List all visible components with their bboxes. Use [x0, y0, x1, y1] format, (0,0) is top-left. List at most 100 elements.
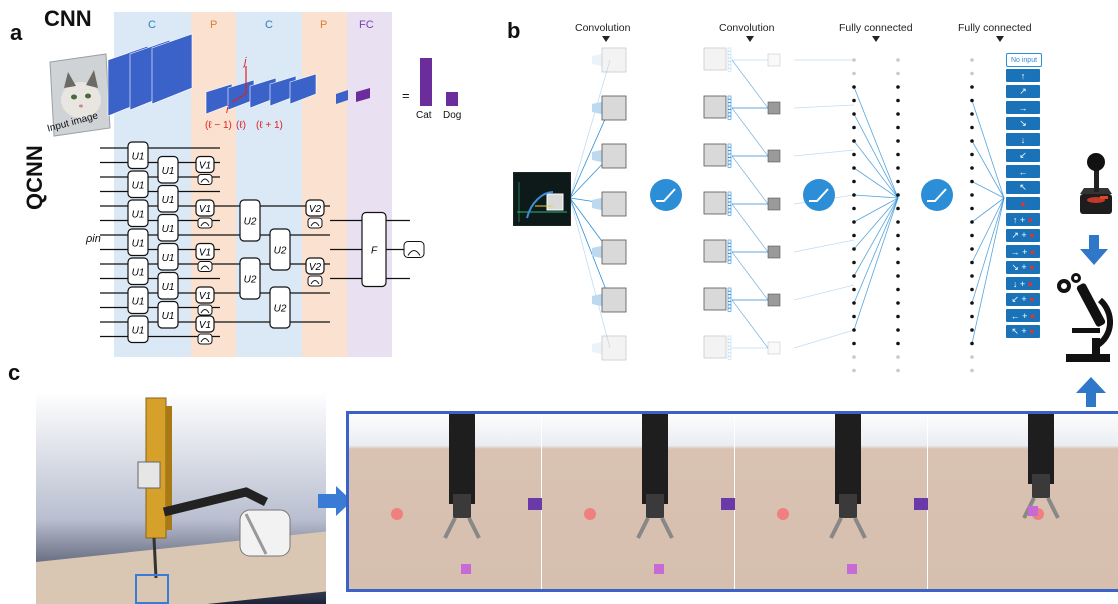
action-button: ↑: [1006, 69, 1040, 82]
fc3-node: [970, 301, 974, 305]
svg-text:U1: U1: [132, 238, 145, 249]
frame-sequence: [346, 411, 1118, 592]
fc1-node: [852, 71, 856, 76]
fc1-node: [852, 314, 856, 319]
svg-text:V1: V1: [199, 291, 211, 302]
gate-f: F: [361, 211, 387, 288]
panel-letter-c: c: [8, 360, 21, 385]
fc2-node: [896, 260, 900, 265]
action-button: ↗ + ●: [1006, 229, 1040, 242]
measure-icon: [197, 333, 213, 345]
measure-icon: [197, 261, 213, 272]
fc3-node: [970, 85, 974, 89]
rho-in-label: ρin: [86, 233, 101, 245]
gate-v1-0: V1: [195, 155, 215, 174]
sim-frame: [349, 414, 542, 589]
gate-v1-2: V1: [195, 242, 215, 261]
conv2-unit: [703, 47, 781, 72]
action-glyph-icon: ← + ●: [1010, 310, 1036, 321]
svg-text:U1: U1: [132, 325, 145, 336]
gate-u2-3: U2: [269, 286, 291, 329]
gate-v1-3: V1: [195, 286, 215, 304]
svg-text:U1: U1: [162, 311, 175, 322]
gate-v1-4: V1: [195, 315, 215, 333]
action-button: ●: [1006, 197, 1040, 210]
conv1-unit: [592, 287, 627, 313]
action-glyph-icon: ↖ + ●: [1011, 326, 1035, 336]
svg-text:U1: U1: [132, 151, 145, 162]
fc2-node: [896, 274, 900, 278]
fc2-node: [896, 166, 900, 170]
fc3-node: [970, 206, 974, 211]
action-button: → + ●: [1006, 245, 1040, 258]
fc1-node: [852, 301, 856, 305]
fc1-node: [852, 166, 856, 170]
panel-letter-a: a: [10, 20, 23, 45]
conv1-unit: [592, 95, 627, 121]
action-button: ↗: [1006, 85, 1040, 98]
fc3-node: [970, 58, 974, 62]
arrow-to-sequence: [318, 486, 352, 516]
layer-label-prev: (ℓ − 1): [205, 120, 232, 131]
fc2-node: [896, 112, 900, 116]
fc2-node: [896, 125, 900, 130]
action-button: ↓: [1006, 133, 1040, 146]
fc3-node: [970, 71, 974, 76]
header-convolution-2: Convolution: [719, 22, 775, 34]
fc3-node: [970, 328, 974, 332]
gate-u1-b0: U1: [127, 170, 149, 199]
svg-text:U2: U2: [274, 246, 287, 257]
output-measure-icon: [403, 241, 425, 258]
conv1-unit: [592, 335, 627, 361]
action-glyph-icon: ←: [1018, 166, 1028, 177]
fc1-node: [852, 85, 856, 89]
action-glyph-icon: ↗: [1019, 86, 1027, 96]
fc1-node: [852, 152, 856, 157]
panel-letter-b: b: [507, 18, 521, 43]
action-button: ↘: [1006, 117, 1040, 130]
fc1-node: [852, 125, 856, 130]
svg-text:U1: U1: [162, 253, 175, 264]
band-label-p2: P: [320, 19, 328, 31]
action-glyph-icon: ↓: [1020, 134, 1026, 145]
robot-scene: [36, 392, 326, 604]
relu-icon-3: [921, 179, 953, 211]
gate-u1-b2: U1: [127, 286, 149, 315]
fc2-node: [896, 341, 900, 346]
action-button: ↓ + ●: [1006, 277, 1040, 290]
action-button: ↙: [1006, 149, 1040, 162]
svg-text:U1: U1: [132, 296, 145, 307]
fc3-node: [970, 341, 974, 346]
action-glyph-icon: →: [1018, 102, 1028, 113]
svg-text:U1: U1: [132, 209, 145, 220]
svg-text:U1: U1: [132, 180, 145, 191]
fc2-node: [896, 220, 900, 224]
header-arrow-4: [996, 36, 1004, 42]
qcnn-title: QCNN: [22, 145, 47, 210]
action-no-input: No input: [1006, 53, 1042, 67]
gate-u1-c1: U1: [157, 213, 179, 242]
action-glyph-icon: ↙: [1019, 150, 1027, 160]
fc2-node: [896, 368, 900, 373]
input-screen-frame: [513, 172, 571, 226]
fc3-node: [970, 125, 974, 130]
header-arrow-1: [602, 36, 610, 42]
sim-frame: [928, 414, 1118, 589]
fc3-node: [970, 152, 974, 157]
svg-text:V1: V1: [199, 248, 211, 259]
fc3-node: [970, 112, 974, 116]
fc3-node: [970, 274, 974, 278]
header-convolution-1: Convolution: [575, 22, 631, 34]
svg-text:U1: U1: [162, 195, 175, 206]
microscope-icon: [1057, 273, 1113, 362]
joystick-icon: [1080, 153, 1112, 214]
gate-u2-1: U2: [239, 257, 261, 300]
relu-icon-1: [650, 179, 682, 211]
fc3-node: [970, 179, 974, 184]
fc2-node: [896, 287, 900, 292]
action-glyph-icon: ●: [1020, 198, 1026, 209]
fc2-node: [896, 247, 900, 251]
gate-v2-0: V2: [305, 199, 325, 217]
conv2-unit: [703, 287, 781, 312]
svg-text:U2: U2: [244, 217, 257, 228]
